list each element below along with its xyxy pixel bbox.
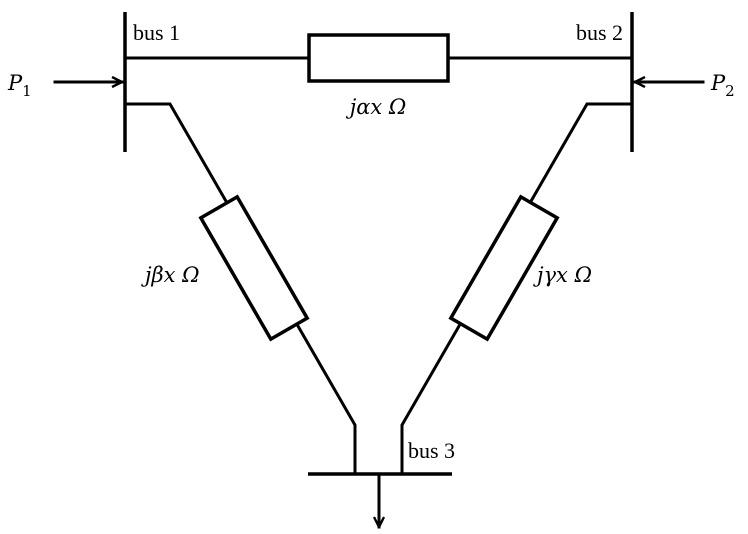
- line-1-2-resistor-icon: [307, 33, 450, 83]
- p2-label: P2: [710, 71, 735, 100]
- line-bus1-bus2: jαx Ω: [123, 33, 634, 119]
- line-2-3-impedance-label: jγx Ω: [533, 263, 592, 287]
- bus-3-label: bus 3: [408, 438, 455, 463]
- line-bus1-bus3: jβx Ω: [123, 102, 357, 476]
- line-2-3-resistor-icon: [448, 194, 560, 342]
- line-bus2-bus3: jγx Ω: [400, 102, 634, 476]
- bus-2-label: bus 2: [576, 20, 623, 45]
- line-1-3-resistor-icon: [198, 194, 310, 342]
- line-1-3-impedance-label: jβx Ω: [141, 263, 200, 287]
- bus-1-label: bus 1: [133, 20, 180, 45]
- p2-injection: P2: [633, 71, 735, 100]
- line-1-2-impedance-label: jαx Ω: [346, 95, 407, 119]
- p1-injection: P1: [7, 71, 124, 100]
- p1-label: P1: [7, 71, 32, 100]
